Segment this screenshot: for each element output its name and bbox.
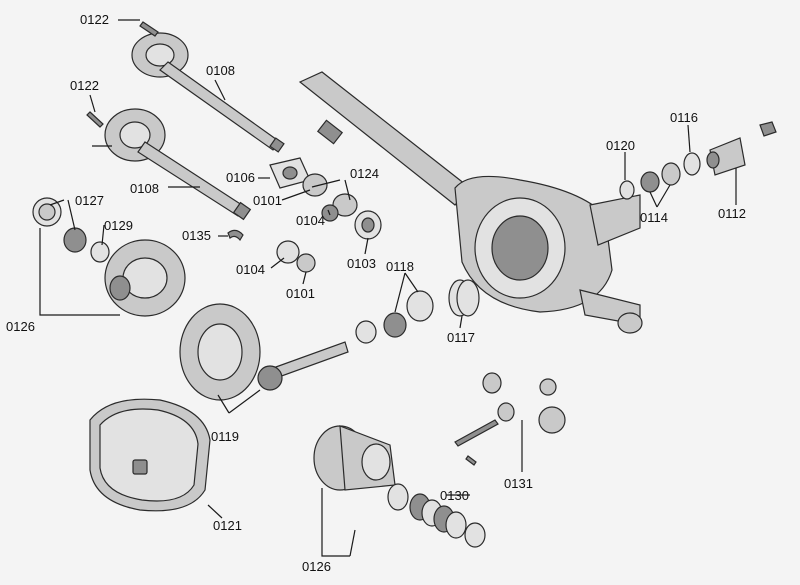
- label-0104-a: 0104: [296, 213, 325, 228]
- diff-case-left: [104, 239, 186, 317]
- label-0126-top: 0126: [6, 319, 35, 334]
- label-0124: 0124: [350, 166, 379, 181]
- diff-cover: [89, 398, 211, 512]
- label-0106: 0106: [226, 170, 255, 185]
- label-0116: 0116: [670, 110, 698, 125]
- seal-0116: [683, 152, 701, 176]
- label-0121: 0121: [213, 518, 242, 533]
- nut-top-right: [759, 121, 777, 137]
- diff-case-lower: [313, 425, 396, 491]
- part-labels: 0122 0108 0122 0106 0108 0101 0124 0104 …: [6, 12, 746, 574]
- axle-shaft-lower: [92, 108, 252, 221]
- label-0122-top: 0122: [80, 12, 109, 27]
- label-0131: 0131: [504, 476, 533, 491]
- label-0129: 0129: [104, 218, 133, 233]
- spider-gears-0131: [454, 372, 566, 466]
- seal-0120: [619, 180, 635, 200]
- yoke-0112: [706, 137, 746, 176]
- label-0120: 0120: [606, 138, 635, 153]
- label-0119: 0119: [211, 429, 239, 444]
- label-0112: 0112: [718, 206, 746, 221]
- ring-0129: [90, 241, 110, 263]
- leader-lines: [39, 19, 737, 557]
- label-0108-mid: 0108: [130, 181, 159, 196]
- spacer-0117: [448, 279, 480, 317]
- bearing-cup-left: [32, 197, 62, 227]
- label-0118: 0118: [386, 259, 414, 274]
- label-0104-b: 0104: [236, 262, 265, 277]
- clutch-pack-0130: [387, 483, 486, 548]
- bolt-left: [86, 111, 104, 128]
- label-0108-top: 0108: [206, 63, 235, 78]
- label-0117: 0117: [447, 330, 475, 345]
- label-0127: 0127: [75, 193, 104, 208]
- label-0103: 0103: [347, 256, 376, 271]
- bearing-0104-0101-lower: [276, 240, 316, 273]
- axle-housing: [298, 71, 643, 334]
- flange-0106: [269, 157, 311, 189]
- label-0135: 0135: [182, 228, 211, 243]
- label-0101-a: 0101: [253, 193, 282, 208]
- label-0114: 0114: [640, 210, 668, 225]
- pinion-gear: [257, 341, 349, 391]
- axle-shaft-upper: [131, 32, 285, 153]
- label-0126-bottom: 0126: [302, 559, 331, 574]
- label-0122-left: 0122: [70, 78, 99, 93]
- clip-0135: [227, 229, 244, 242]
- bearing-0114: [640, 162, 681, 193]
- label-0101-b: 0101: [286, 286, 315, 301]
- bolt-upper: [139, 21, 159, 37]
- label-0130: 0130: [440, 488, 469, 503]
- shim-0118: [355, 290, 434, 344]
- seal-0103: [354, 210, 382, 240]
- ring-gear: [179, 303, 261, 401]
- bearing-0127: [63, 227, 87, 253]
